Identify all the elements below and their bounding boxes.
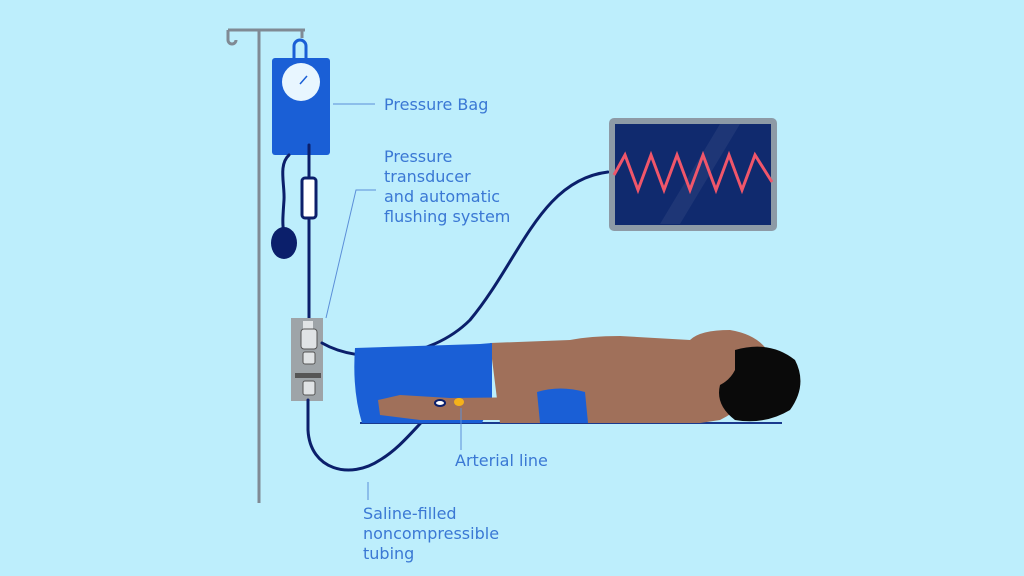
iv-pole	[226, 28, 305, 503]
drip-chamber	[300, 176, 318, 220]
label-pressure-bag: Pressure Bag	[384, 95, 488, 114]
bp-cuff	[537, 388, 588, 423]
pressure-transducer	[291, 318, 323, 401]
hair	[719, 346, 801, 422]
monitor	[609, 118, 777, 231]
label-arterial-line: Arterial line	[455, 451, 548, 470]
label-transducer: Pressure transducer and automatic flushi…	[384, 147, 510, 226]
waveform-icon	[612, 150, 774, 195]
label-tubing: Saline-filled noncompressible tubing	[363, 504, 504, 563]
inflation-bulb-icon	[271, 227, 297, 259]
arterial-catheter	[454, 398, 464, 406]
pressure-bag	[271, 38, 330, 259]
patient	[354, 330, 801, 424]
arm	[378, 395, 545, 420]
